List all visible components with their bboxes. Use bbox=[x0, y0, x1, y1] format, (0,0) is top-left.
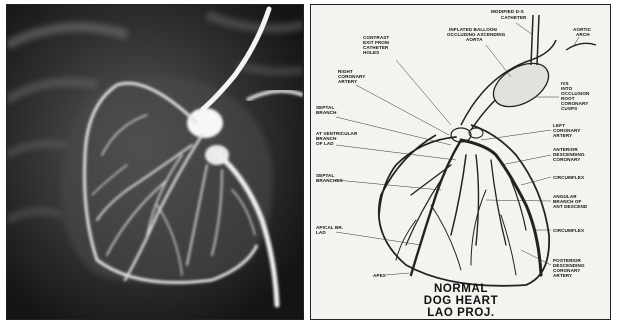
label-apex: APEX bbox=[373, 273, 387, 278]
svg-text:APEX: APEX bbox=[373, 273, 387, 278]
label-catheter: MODIFIED D-S CATHETER bbox=[491, 9, 527, 20]
heart-outline bbox=[379, 125, 549, 286]
label-contrast: CONTRAST EXIT FROM CATHETER HOLES bbox=[363, 35, 389, 55]
svg-text:CIRCUMFLEX: CIRCUMFLEX bbox=[553, 175, 585, 180]
label-circumflex-upper: CIRCUMFLEX bbox=[553, 175, 585, 180]
svg-text:ARTERY: ARTERY bbox=[553, 133, 572, 138]
svg-text:BRANCHES: BRANCHES bbox=[316, 178, 343, 183]
anatomy-diagram: MODIFIED D-S CATHETER AORTIC ARCH INFLAT… bbox=[310, 4, 611, 320]
svg-text:CIRCUMFLEX: CIRCUMFLEX bbox=[553, 228, 585, 233]
label-reflux: IVS INTO OCCLUSION ROOT CORONARY CUSPS bbox=[561, 81, 590, 111]
catheter-line bbox=[531, 15, 539, 65]
svg-text:ARCH: ARCH bbox=[576, 32, 590, 37]
label-lad: ANTERIOR DESCENDING CORONARY bbox=[553, 147, 585, 162]
svg-text:DOG HEART: DOG HEART bbox=[424, 295, 498, 307]
svg-text:HOLES: HOLES bbox=[363, 50, 379, 55]
svg-text:CATHETER: CATHETER bbox=[501, 15, 527, 20]
label-circumflex-lower: CIRCUMFLEX bbox=[553, 228, 585, 233]
svg-text:MODIFIED D-S: MODIFIED D-S bbox=[491, 9, 524, 14]
label-left-coronary: LEFT CORONARY ARTERY bbox=[553, 123, 580, 138]
svg-text:LAO PROJ.: LAO PROJ. bbox=[427, 307, 494, 319]
svg-text:CUSPS: CUSPS bbox=[561, 106, 577, 111]
aortic-arch-line bbox=[566, 43, 596, 50]
label-right-coronary: RIGHT CORONARY ARTERY bbox=[338, 69, 365, 84]
diagram-caption: NORMAL DOG HEART LAO PROJ. bbox=[424, 283, 498, 319]
svg-text:AORTA: AORTA bbox=[466, 37, 483, 42]
label-septal-branches: SEPTAL BRANCHES bbox=[316, 173, 343, 183]
svg-text:LAD: LAD bbox=[316, 230, 326, 235]
svg-text:NORMAL: NORMAL bbox=[434, 283, 488, 295]
label-aortic-arch: AORTIC ARCH bbox=[573, 27, 592, 37]
svg-text:ARTERY: ARTERY bbox=[338, 79, 357, 84]
svg-text:OF LAD: OF LAD bbox=[316, 141, 334, 146]
label-apical: APICAL BR. LAD bbox=[316, 225, 343, 235]
svg-text:BRANCH: BRANCH bbox=[316, 110, 337, 115]
svg-text:CORONARY: CORONARY bbox=[553, 157, 580, 162]
label-balloon: INFLATED BALLOON OCCLUDING ASCENDING AOR… bbox=[447, 27, 506, 42]
coronary-vessels bbox=[379, 137, 541, 275]
svg-text:ARTERY: ARTERY bbox=[553, 273, 572, 278]
contrast-blob bbox=[187, 108, 223, 138]
svg-text:ANT DESCEND: ANT DESCEND bbox=[553, 204, 588, 209]
label-septal-branch: SEPTAL BRANCH bbox=[316, 105, 337, 115]
angiogram-image bbox=[6, 4, 304, 320]
label-av-branch: AT VENTRICULAR BRANCH OF LAD bbox=[316, 131, 358, 146]
leader-lines bbox=[336, 23, 579, 275]
label-angular: ANGULAR BRANCH OF ANT DESCEND bbox=[553, 194, 588, 209]
label-posterior: POSTERIOR DESCENDING CORONARY ARTERY bbox=[553, 258, 585, 278]
angiogram-drawing bbox=[7, 5, 303, 319]
diagram-drawing: MODIFIED D-S CATHETER AORTIC ARCH INFLAT… bbox=[311, 5, 610, 319]
